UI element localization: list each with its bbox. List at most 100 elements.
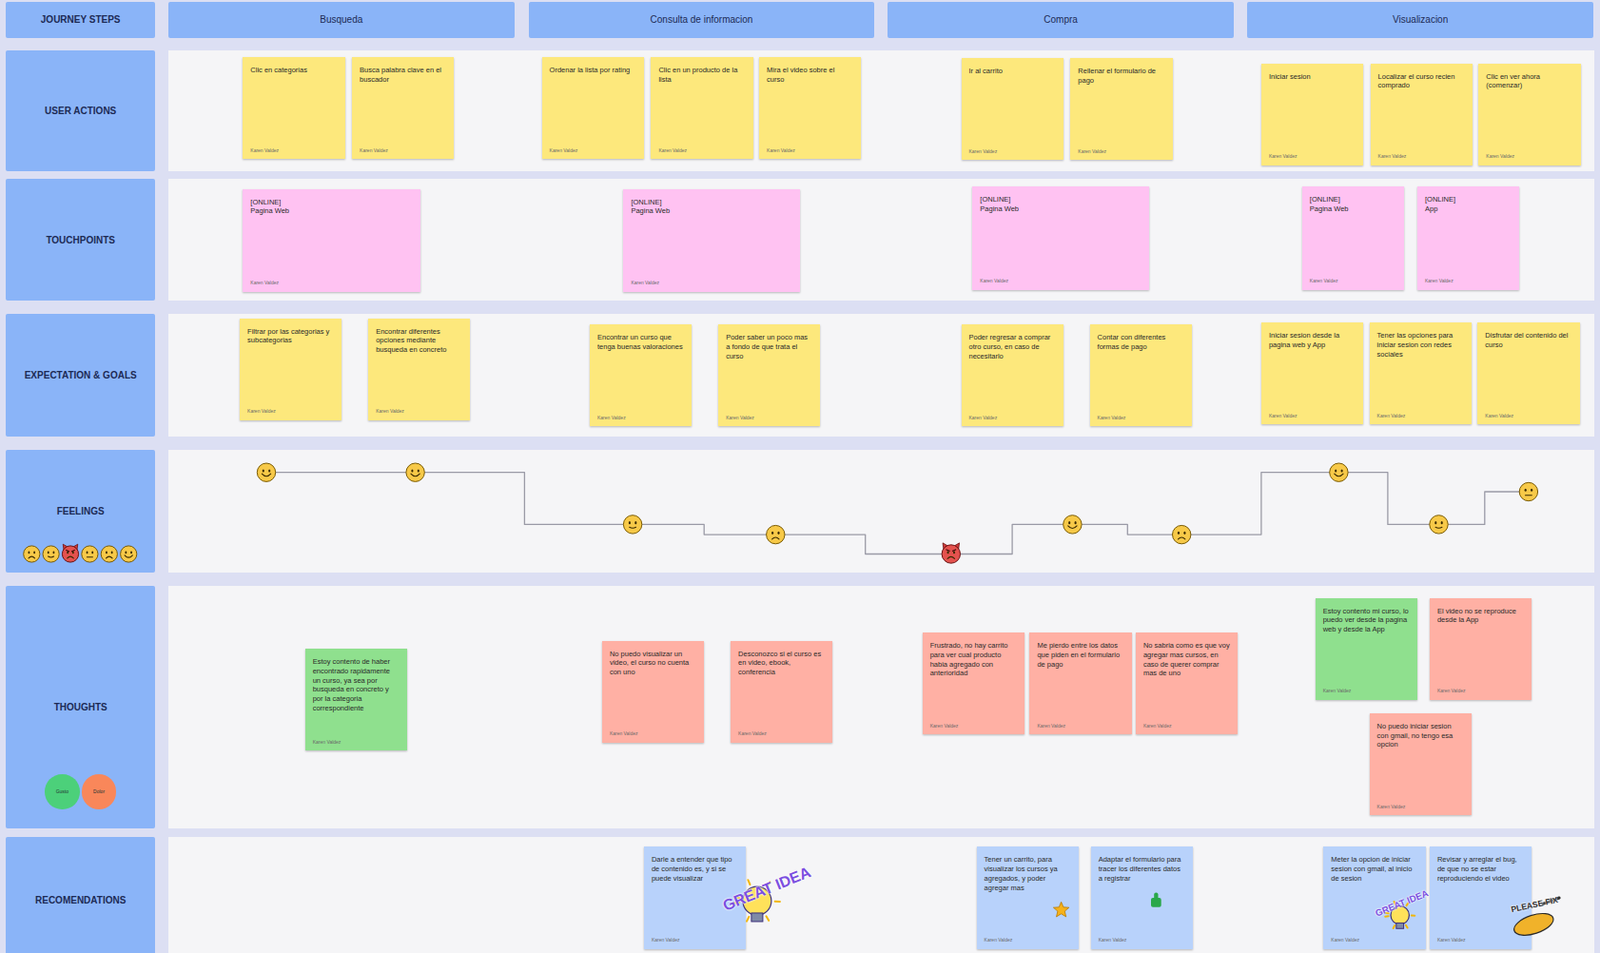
emoji-horn [62,544,68,551]
header-text: RECOMENDATIONS [35,895,126,906]
recommendation-note: Revisar y arreglar el bug, de que no se … [1429,846,1532,949]
note-text: Pagina Web [250,206,413,216]
step-header: Busqueda [168,1,515,39]
emoji-eye [1177,531,1180,535]
emoji-eye [1530,488,1533,492]
legend-swatch: Gusto [44,774,79,809]
note-text: Adaptar el formulario para tracer los di… [1098,855,1186,883]
author-name: Karen Valdez [1097,414,1127,422]
bulb-ray [1411,915,1415,918]
star-sticker [1053,901,1069,918]
sticky-note: Clic en categoriasKaren Valdez [242,57,345,159]
sticky-note: Mira el video sobre el cursoKaren Valdez [759,57,861,159]
emoji-eye [72,551,75,555]
emoji-brow [71,549,76,552]
row-header: FEELINGS [5,449,156,573]
emoji-horn [73,544,79,551]
emoji-mouth [48,556,55,559]
note-text: Contar con diferentes formas de pago [1097,332,1185,352]
step-header: Consulta de informacion [528,1,876,39]
legend-text: Dolor [93,788,105,795]
note-text: Iniciar sesion desde la pagina web y App [1268,331,1356,351]
note-text: Tener las opciones para iniciar sesion c… [1377,331,1464,359]
author-name: Karen Valdez [1437,687,1466,695]
row-header: JOURNEY STEPS [5,1,156,39]
note-text: Poder regresar a comprar otro curso, en … [969,332,1056,361]
emoji-eye [130,551,133,555]
note-text: Encontrar un curso que tenga buenas valo… [597,332,684,352]
emoji-face [1519,482,1538,501]
note-text: [ONLINE] [250,197,413,208]
positive-thought-note: Estoy contento mi curso, lo puedo ver de… [1315,598,1418,701]
author-name: Karen Valdez [1268,153,1298,160]
emoji-disc [120,546,137,563]
emoji-eye [1068,521,1071,525]
note-text: App [1424,204,1512,215]
emoji-face [23,546,40,563]
pain-thought-note: Me pierdo entre los datos que piden en e… [1029,632,1132,735]
author-name: Karen Valdez [984,936,1014,944]
emoji-eye [124,551,127,555]
note-text: Rellenar el formulario de pago [1077,66,1165,86]
emoji-face [1429,515,1448,534]
sticky-note: Ir al carritoKaren Valdez [961,58,1064,160]
author-name: Karen Valdez [609,730,639,738]
author-name: Karen Valdez [630,279,660,287]
sticky-note: Poder regresar a comprar otro curso, en … [961,324,1064,427]
emoji-mouth [1334,473,1344,477]
header-text: Compra [1043,14,1078,25]
author-name: Karen Valdez [969,148,998,156]
note-text: Pagina Web [1309,204,1397,215]
emoji-face [100,546,118,563]
emoji-eye [262,468,265,472]
author-name: Karen Valdez [1323,687,1352,695]
note-text: No puedo visualizar un video, el curso n… [609,649,697,678]
note-text: Disfrutar del contenido del curso [1484,331,1572,351]
header-text: Visualizacion [1392,14,1448,25]
sticky-note: Localizar el curso recien compradoKaren … [1370,63,1473,166]
author-name: Karen Valdez [930,722,959,730]
emoji-disc [406,463,425,482]
note-text: Poder saber un poco mas a fondo de que t… [725,332,813,361]
note-text: Pagina Web [630,206,793,216]
emoji-eye [1074,521,1077,525]
author-name: Karen Valdez [725,414,755,422]
note-text: Encontrar diferentes opciones mediante b… [375,327,463,355]
sticky-note: Encontrar un curso que tenga buenas valo… [589,324,692,427]
note-text: Ordenar la lista por rating [549,65,637,76]
author-name: Karen Valdez [1485,153,1515,160]
sticky-note: Ordenar la lista por ratingKaren Valdez [542,57,644,159]
author-name: Karen Valdez [1330,936,1360,944]
emoji-eye [1441,521,1444,525]
note-text: Darle a entender que tipo de contenido e… [651,855,739,883]
note-text: Tener un carrito, para visualizar los cu… [984,855,1072,893]
author-name: Karen Valdez [738,730,767,738]
emoji-eye [47,551,50,555]
note-text: [ONLINE] [979,195,1142,205]
recommendation-note: Tener un carrito, para visualizar los cu… [976,846,1079,949]
note-text: [ONLINE] [1309,195,1397,205]
bulb-ray [775,900,781,903]
emoji-face [1172,525,1191,544]
author-name: Karen Valdez [375,408,405,415]
author-name: Karen Valdez [658,147,687,155]
note-text: Clic en categorias [250,65,337,76]
author-name: Karen Valdez [359,147,389,155]
sticky-note: Iniciar sesion desde la pagina web y App… [1261,322,1364,425]
header-text: JOURNEY STEPS [40,14,121,25]
header-text: TOUCHPOINTS [45,234,116,246]
author-name: Karen Valdez [1077,148,1107,156]
header-text: Consulta de informacion [650,14,754,25]
author-name: Karen Valdez [549,147,579,155]
emoji-mouth [410,473,420,477]
emoji-face [941,543,960,564]
emoji-brow [945,549,950,552]
emoji-eye [947,550,950,554]
author-name: Karen Valdez [1377,803,1406,811]
author-name: Karen Valdez [1378,153,1407,160]
emoji-disc [766,525,785,544]
emoji-eye [1434,521,1437,525]
note-text: [ONLINE] [1424,195,1512,205]
pain-thought-note: El video no se reproduce desde la AppKar… [1429,598,1532,701]
